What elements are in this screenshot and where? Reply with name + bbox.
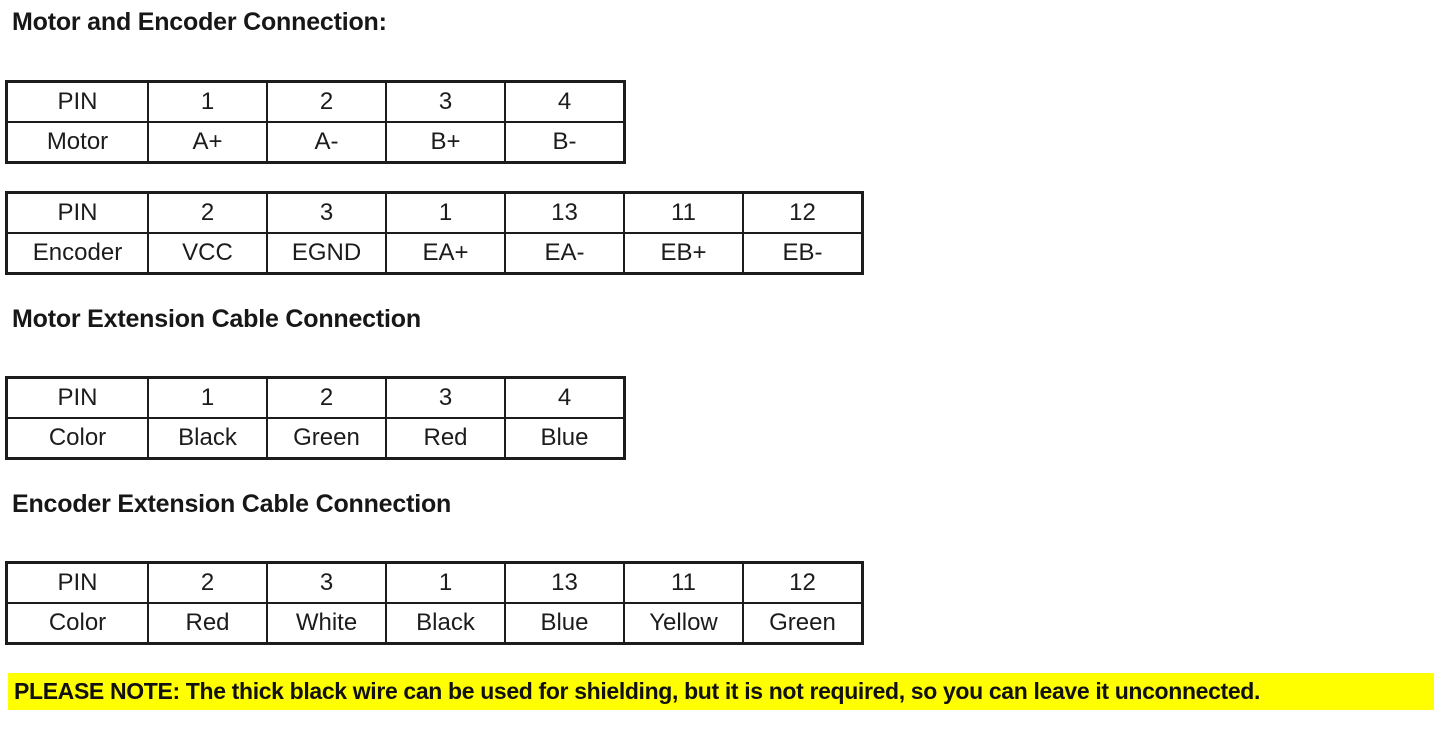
row-header-pin: PIN xyxy=(5,561,149,604)
heading-motor-extension-cable-connection: Motor Extension Cable Connection xyxy=(12,305,421,333)
cell-color-2: White xyxy=(266,602,387,645)
cell-color-6: Green xyxy=(742,602,864,645)
cell-pin-3: 1 xyxy=(385,191,506,234)
heading-motor-and-encoder-connection: Motor and Encoder Connection: xyxy=(12,8,387,36)
row-header-color: Color xyxy=(5,417,149,460)
table-row: PIN 1 2 3 4 xyxy=(5,80,626,123)
cell-motor-3: B+ xyxy=(385,121,506,164)
cell-pin-1: 2 xyxy=(147,561,268,604)
cell-pin-2: 2 xyxy=(266,80,387,123)
cell-color-5: Yellow xyxy=(623,602,744,645)
cell-encoder-2: EGND xyxy=(266,232,387,275)
cell-pin-6: 12 xyxy=(742,191,864,234)
cell-color-3: Red xyxy=(385,417,506,460)
row-header-motor: Motor xyxy=(5,121,149,164)
cell-pin-6: 12 xyxy=(742,561,864,604)
cell-pin-2: 3 xyxy=(266,191,387,234)
cell-pin-3: 1 xyxy=(385,561,506,604)
cell-pin-1: 1 xyxy=(147,80,268,123)
table-row: PIN 2 3 1 13 11 12 xyxy=(5,561,864,604)
cell-pin-2: 3 xyxy=(266,561,387,604)
cell-pin-5: 11 xyxy=(623,561,744,604)
row-header-pin: PIN xyxy=(5,80,149,123)
cell-color-4: Blue xyxy=(504,417,626,460)
encoder-connection-table: PIN 2 3 1 13 11 12 Encoder VCC EGND EA+ … xyxy=(5,191,864,275)
encoder-extension-cable-table: PIN 2 3 1 13 11 12 Color Red White Black… xyxy=(5,561,864,645)
motor-extension-cable-table: PIN 1 2 3 4 Color Black Green Red Blue xyxy=(5,376,626,460)
table-row: PIN 2 3 1 13 11 12 xyxy=(5,191,864,234)
cell-color-4: Blue xyxy=(504,602,625,645)
table-row: Color Red White Black Blue Yellow Green xyxy=(5,602,864,645)
cell-pin-1: 2 xyxy=(147,191,268,234)
cell-pin-4: 4 xyxy=(504,376,626,419)
motor-connection-table: PIN 1 2 3 4 Motor A+ A- B+ B- xyxy=(5,80,626,164)
cell-motor-4: B- xyxy=(504,121,626,164)
cell-encoder-3: EA+ xyxy=(385,232,506,275)
cell-encoder-6: EB- xyxy=(742,232,864,275)
cell-encoder-5: EB+ xyxy=(623,232,744,275)
cell-motor-2: A- xyxy=(266,121,387,164)
cell-pin-4: 13 xyxy=(504,561,625,604)
heading-encoder-extension-cable-connection: Encoder Extension Cable Connection xyxy=(12,490,452,518)
table-row: Color Black Green Red Blue xyxy=(5,417,626,460)
table-row: PIN 1 2 3 4 xyxy=(5,376,626,419)
cell-color-1: Black xyxy=(147,417,268,460)
cell-color-1: Red xyxy=(147,602,268,645)
cell-pin-3: 3 xyxy=(385,376,506,419)
row-header-pin: PIN xyxy=(5,376,149,419)
cell-pin-4: 13 xyxy=(504,191,625,234)
cell-pin-2: 2 xyxy=(266,376,387,419)
cell-motor-1: A+ xyxy=(147,121,268,164)
cell-pin-3: 3 xyxy=(385,80,506,123)
cell-pin-4: 4 xyxy=(504,80,626,123)
table-row: Motor A+ A- B+ B- xyxy=(5,121,626,164)
table-row: Encoder VCC EGND EA+ EA- EB+ EB- xyxy=(5,232,864,275)
please-note-banner: PLEASE NOTE: The thick black wire can be… xyxy=(8,673,1434,710)
cell-color-3: Black xyxy=(385,602,506,645)
cell-encoder-1: VCC xyxy=(147,232,268,275)
row-header-pin: PIN xyxy=(5,191,149,234)
row-header-encoder: Encoder xyxy=(5,232,149,275)
cell-pin-5: 11 xyxy=(623,191,744,234)
row-header-color: Color xyxy=(5,602,149,645)
cell-pin-1: 1 xyxy=(147,376,268,419)
cell-encoder-4: EA- xyxy=(504,232,625,275)
please-note-text: PLEASE NOTE: The thick black wire can be… xyxy=(14,678,1261,704)
cell-color-2: Green xyxy=(266,417,387,460)
